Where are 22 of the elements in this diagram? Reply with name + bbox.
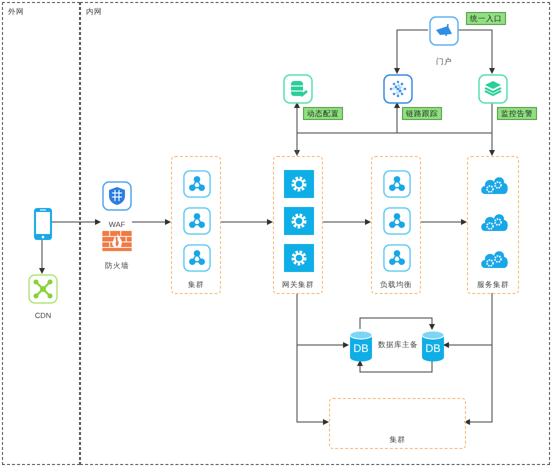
arrow [420,219,467,225]
arrow [322,219,371,225]
arrow [458,30,495,74]
arrow [132,219,171,225]
arrow [360,318,435,330]
arrow [464,292,492,425]
zone-box [2,2,80,465]
arrow [220,219,273,225]
arrow [394,30,428,74]
arrow [52,219,101,225]
arrow [357,360,432,372]
zone-box [80,2,550,465]
cluster-box [273,156,323,294]
db-label: DB [424,343,442,355]
arrow [489,102,495,156]
arrow [39,240,45,274]
cluster-box [329,398,466,449]
cluster-box [371,156,421,294]
db-label: DB [352,343,370,355]
cluster-box [467,156,519,294]
arrow [296,292,329,425]
cluster-box [171,156,221,294]
